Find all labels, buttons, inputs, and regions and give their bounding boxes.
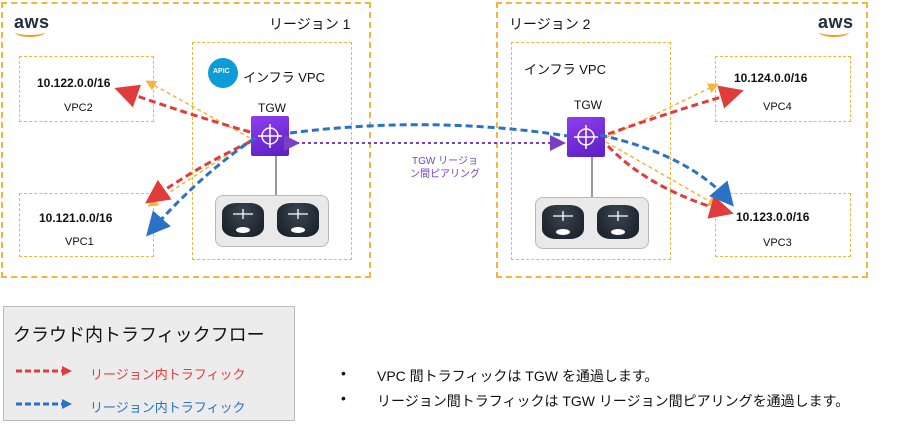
region-1-title: リージョン 1 xyxy=(269,16,351,32)
peering-label: TGW リージョ ン間ピアリング xyxy=(390,155,500,181)
peering-label-line2: ン間ピアリング xyxy=(410,169,480,180)
vpc2-cidr: 10.122.0.0/16 xyxy=(37,76,111,90)
vpc3-box xyxy=(715,193,851,257)
legend-red-arrow xyxy=(16,366,72,376)
router-icon xyxy=(597,205,639,239)
bullet-icon: • xyxy=(341,365,346,381)
tgw-1-label: TGW xyxy=(258,101,286,115)
legend-red-label: リージョン内トラフィック xyxy=(90,367,246,382)
vpc3-name: VPC3 xyxy=(763,237,792,249)
legend-blue-arrow xyxy=(16,399,72,409)
infra-vpc-2-label: インフラ VPC xyxy=(524,62,606,77)
vpc1-name: VPC1 xyxy=(65,236,94,248)
apic-label: APIC xyxy=(213,68,230,75)
tgw-1-icon xyxy=(251,116,289,156)
legend-blue-label: リージョン内トラフィック xyxy=(90,400,246,415)
tgw-2-icon xyxy=(567,117,605,157)
note-2: リージョン間トラフィックは TGW リージョン間ピアリングを通過します。 xyxy=(377,393,850,409)
legend-title: クラウド内トラフィックフロー xyxy=(13,325,265,345)
region-2-title: リージョン 2 xyxy=(509,16,591,32)
vpc2-name: VPC2 xyxy=(64,102,93,114)
tgw-2-stem xyxy=(591,157,593,197)
aws-smile-icon xyxy=(15,27,45,37)
vpc3-cidr: 10.123.0.0/16 xyxy=(736,210,810,224)
aws-smile-icon xyxy=(819,27,849,37)
vpc4-cidr: 10.124.0.0/16 xyxy=(734,71,808,85)
tgw-2-label: TGW xyxy=(574,98,602,112)
peering-label-line1: TGW リージョ xyxy=(412,156,478,167)
vpc1-cidr: 10.121.0.0/16 xyxy=(39,211,113,225)
router-icon xyxy=(542,205,584,239)
tgw-1-stem xyxy=(275,156,277,196)
legend: クラウド内トラフィックフロー リージョン内トラフィック リージョン内トラフィック xyxy=(3,306,295,421)
bullet-icon: • xyxy=(341,390,346,406)
infra-vpc-1-label: インフラ VPC xyxy=(243,70,325,85)
note-1: VPC 間トラフィックは TGW を通過します。 xyxy=(377,368,659,384)
router-icon xyxy=(277,203,319,237)
router-icon xyxy=(222,203,264,237)
vpc4-name: VPC4 xyxy=(763,101,792,113)
